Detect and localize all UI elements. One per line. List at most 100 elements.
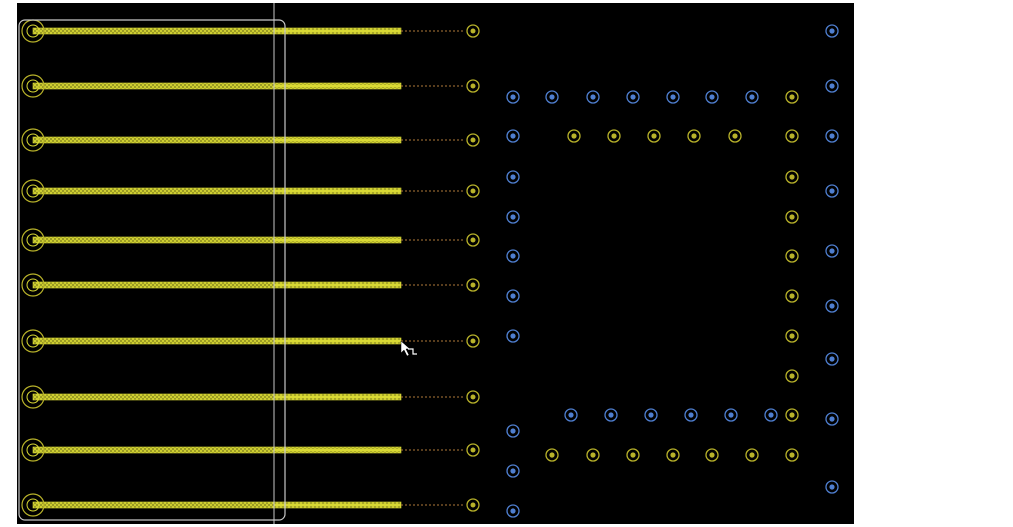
ic-top-pad xyxy=(666,448,680,462)
ic-bottom-pad xyxy=(506,249,520,263)
end-pad xyxy=(466,443,480,457)
connector-pad xyxy=(21,493,45,517)
connector-pad-drill xyxy=(26,24,40,38)
edge-bottom-pad-center xyxy=(829,83,835,89)
connector-pad-drill xyxy=(26,79,40,93)
ic-top-pad-center xyxy=(709,452,715,458)
ic-bottom-pad xyxy=(764,408,778,422)
ic-top-pad-center xyxy=(789,373,795,379)
end-pad xyxy=(466,334,480,348)
ic-top-pad-center xyxy=(670,452,676,458)
ic-bottom-pad xyxy=(506,210,520,224)
ic-bottom-pad-center xyxy=(510,428,516,434)
ic-bottom-pad-center xyxy=(510,94,516,100)
edge-bottom-pad-center xyxy=(829,356,835,362)
selection-rectangle[interactable] xyxy=(18,19,286,521)
end-pad-center xyxy=(470,137,476,143)
ic-bottom-pad xyxy=(506,329,520,343)
ic-bottom-pad xyxy=(506,289,520,303)
edge-bottom-pad-center xyxy=(829,188,835,194)
connector-pad xyxy=(21,438,45,462)
edge-bottom-pad xyxy=(825,244,839,258)
ic-top-pad-center xyxy=(789,214,795,220)
ic-bottom-pad xyxy=(586,90,600,104)
connector-pad xyxy=(21,179,45,203)
ic-top-pad-center xyxy=(789,94,795,100)
ic-bottom-pad xyxy=(684,408,698,422)
ic-bottom-pad xyxy=(506,504,520,518)
ic-bottom-pad-center xyxy=(510,253,516,259)
ic-bottom-pad xyxy=(724,408,738,422)
edge-bottom-pad xyxy=(825,352,839,366)
connector-pad-drill xyxy=(26,233,40,247)
pcb-canvas[interactable] xyxy=(17,3,854,524)
ic-top-pad xyxy=(647,129,661,143)
edge-bottom-pad-center xyxy=(829,416,835,422)
ic-top-pad-center xyxy=(789,452,795,458)
ic-bottom-pad xyxy=(626,90,640,104)
ic-top-pad xyxy=(785,170,799,184)
connector-pad xyxy=(21,74,45,98)
ic-bottom-pad-center xyxy=(568,412,574,418)
ic-bottom-pad-center xyxy=(728,412,734,418)
edge-bottom-pad xyxy=(825,24,839,38)
traces-layer xyxy=(32,27,402,509)
ic-bottom-pad xyxy=(506,170,520,184)
ic-bottom-pad xyxy=(666,90,680,104)
ic-bottom-pad xyxy=(506,129,520,143)
ic-top-pad xyxy=(728,129,742,143)
edge-bottom-pad-center xyxy=(829,303,835,309)
ic-top-pad-center xyxy=(789,253,795,259)
ic-top-pad xyxy=(785,129,799,143)
edge-bottom-pad-center xyxy=(829,484,835,490)
connector-pad-drill xyxy=(26,498,40,512)
ic-bottom-pad-center xyxy=(510,293,516,299)
ic-top-pad-center xyxy=(789,293,795,299)
pcb-board[interactable] xyxy=(17,3,854,524)
end-pad-center xyxy=(470,282,476,288)
ic-bottom-pad xyxy=(564,408,578,422)
connector-pad xyxy=(21,385,45,409)
ic-top-pad xyxy=(785,448,799,462)
connector-pad-drill xyxy=(26,443,40,457)
ic-bottom-pad-center xyxy=(648,412,654,418)
edge-bottom-pad xyxy=(825,480,839,494)
connector-pad xyxy=(21,128,45,152)
ic-bottom-pad-center xyxy=(749,94,755,100)
ic-top-pad xyxy=(785,249,799,263)
ic-bottom-pad-center xyxy=(608,412,614,418)
ic-top-pad xyxy=(567,129,581,143)
ic-bottom-pad-center xyxy=(590,94,596,100)
ic-top-pad xyxy=(785,408,799,422)
ic-top-pad-center xyxy=(789,174,795,180)
pads-layer xyxy=(21,19,839,518)
ic-top-pad xyxy=(785,329,799,343)
ic-top-pad-center xyxy=(630,452,636,458)
ic-top-pad-center xyxy=(749,452,755,458)
ic-top-pad xyxy=(545,448,559,462)
ic-top-pad-center xyxy=(611,133,617,139)
ic-top-pad-center xyxy=(549,452,555,458)
end-pad xyxy=(466,498,480,512)
end-pad-center xyxy=(470,502,476,508)
ic-bottom-pad-center xyxy=(688,412,694,418)
ic-top-pad-center xyxy=(571,133,577,139)
edge-bottom-pad-center xyxy=(829,248,835,254)
edge-bottom-pad-center xyxy=(829,133,835,139)
ic-top-pad xyxy=(626,448,640,462)
edge-bottom-pad xyxy=(825,299,839,313)
ic-bottom-pad-center xyxy=(768,412,774,418)
end-pad-center xyxy=(470,394,476,400)
connector-pad-drill xyxy=(26,184,40,198)
ic-bottom-pad-center xyxy=(549,94,555,100)
ic-bottom-pad xyxy=(545,90,559,104)
edge-bottom-pad xyxy=(825,412,839,426)
end-pad-center xyxy=(470,338,476,344)
ic-bottom-pad-center xyxy=(510,468,516,474)
ic-top-pad-center xyxy=(590,452,596,458)
ic-bottom-pad-center xyxy=(709,94,715,100)
connector-pad xyxy=(21,228,45,252)
pcb-layout-svg[interactable] xyxy=(17,3,854,524)
end-pad-center xyxy=(470,237,476,243)
ic-bottom-pad-center xyxy=(510,214,516,220)
